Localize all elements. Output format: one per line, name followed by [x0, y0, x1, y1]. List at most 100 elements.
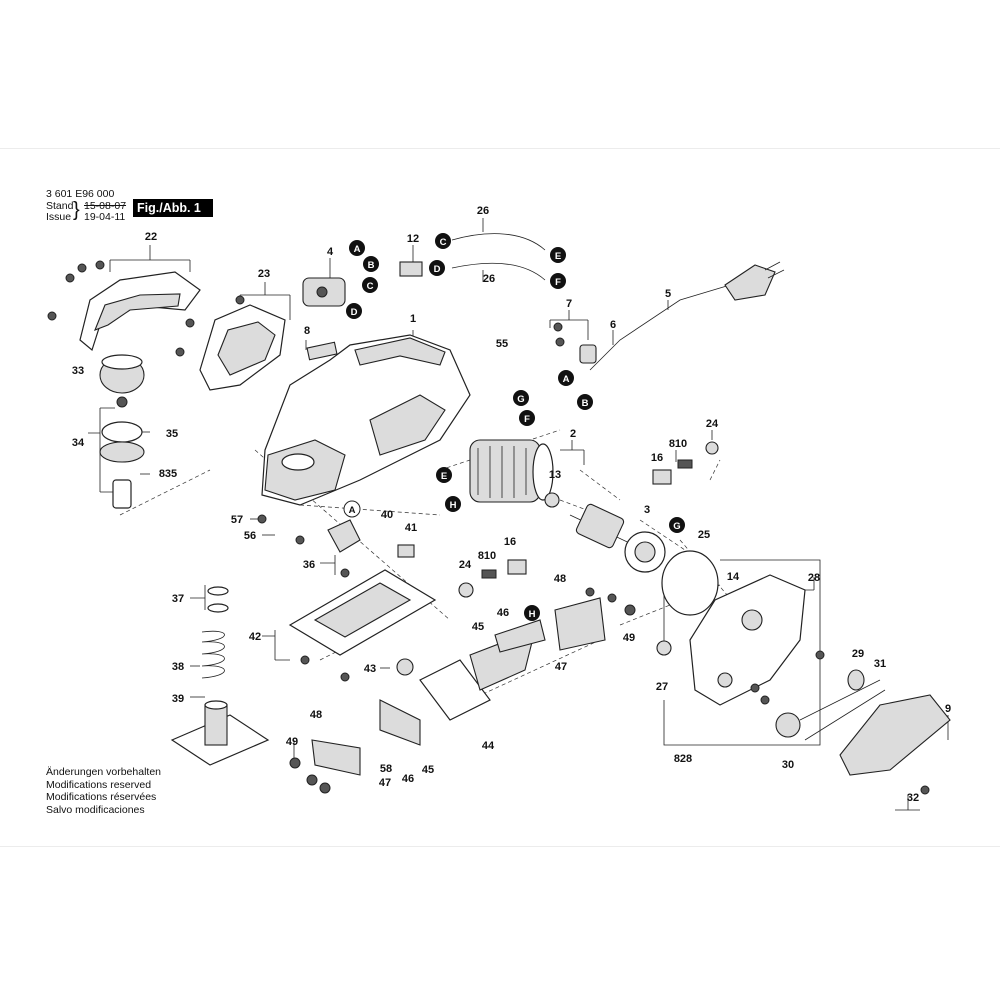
connector-f2-label: F [524, 414, 530, 425]
stator-part-g [469, 439, 554, 503]
label-6: 6 [610, 319, 616, 331]
connector-a-label: A [354, 244, 361, 255]
label-828: 828 [674, 753, 692, 765]
label-22: 22 [145, 231, 157, 243]
label-46b: 46 [402, 773, 414, 785]
label-36: 36 [303, 559, 315, 571]
connector-f-label: F [555, 277, 561, 288]
connector-a2-label: A [563, 374, 570, 385]
connector-g2 [669, 517, 685, 533]
screws [47, 260, 930, 795]
connector-f2 [519, 410, 535, 426]
connector-b-label: B [368, 260, 375, 271]
label-43: 43 [364, 663, 376, 675]
connector-d2-label: D [434, 264, 441, 275]
label-2: 2 [570, 428, 576, 440]
label-24b: 24 [459, 559, 472, 571]
label-28: 28 [808, 572, 820, 584]
note-en: Modifications reserved [46, 778, 152, 791]
connector-g [513, 390, 529, 406]
connector-b2 [577, 394, 593, 410]
connector-c [362, 277, 378, 293]
label-1: 1 [410, 313, 416, 325]
connector-c2 [435, 233, 451, 249]
part-number: 3 601 E96 000 [46, 188, 115, 200]
clamp-part-7 [579, 344, 597, 364]
connector-a-ref-label: A [349, 505, 356, 516]
connector-e [550, 247, 566, 263]
blade-drum-43-44 [396, 658, 491, 721]
label-29: 29 [852, 648, 864, 660]
brush-holders-16-810 [481, 459, 693, 579]
label-24: 24 [706, 418, 719, 430]
label-13: 13 [549, 469, 561, 481]
label-48b: 48 [310, 709, 322, 721]
issue-date: 19-04-11 [84, 211, 126, 223]
label-35: 35 [166, 428, 178, 440]
connector-c-label: C [367, 281, 374, 292]
armature-part-3 [569, 503, 666, 573]
connector-f [550, 273, 566, 289]
label-42: 42 [249, 631, 261, 643]
label-25: 25 [698, 529, 710, 541]
label-38: 38 [172, 661, 184, 673]
label-46: 46 [497, 607, 509, 619]
label-27: 27 [656, 681, 668, 693]
label-44: 44 [482, 740, 495, 752]
stand-part-39 [170, 700, 270, 766]
label-4: 4 [327, 246, 334, 258]
label-31: 31 [874, 658, 886, 670]
notes-block: Änderungen vorbehalten Modifications res… [46, 766, 161, 816]
knob-part-33 [99, 354, 145, 394]
label-34: 34 [72, 437, 85, 449]
label-45: 45 [472, 621, 484, 633]
connector-b [363, 256, 379, 272]
label-49b: 49 [286, 736, 298, 748]
label-plate-8 [306, 341, 338, 361]
note-de: Änderungen vorbehalten [46, 766, 162, 778]
guard-part-22 [79, 271, 201, 352]
connector-h [445, 496, 461, 512]
base-plate-42 [288, 569, 437, 656]
gear-housing-28 [689, 574, 806, 706]
belt-cover-part-9 [839, 694, 951, 776]
label-45b: 45 [422, 764, 434, 776]
leader-lines [88, 218, 949, 811]
stand-label: Stand [46, 200, 74, 212]
blade-parts-45-46-48 [311, 597, 606, 776]
connector-h-label: H [450, 500, 457, 511]
label-26: 26 [477, 205, 489, 217]
bracket: } [73, 199, 80, 221]
label-23: 23 [258, 268, 270, 280]
connector-c2-label: C [440, 237, 447, 248]
stand-date: 15-08-07 [84, 200, 127, 212]
figure-label: Fig./Abb. 1 [133, 199, 213, 217]
connector-e-label: E [555, 251, 561, 262]
label-14: 14 [727, 571, 740, 583]
label-26b: 26 [483, 273, 495, 285]
label-810b: 810 [478, 550, 496, 562]
label-8: 8 [304, 325, 310, 337]
label-57: 57 [231, 514, 243, 526]
note-es: Salvo modificaciones [46, 803, 145, 816]
cables-part-26 [451, 233, 546, 281]
connector-h2-label: H [529, 609, 536, 620]
connector-e2 [436, 467, 452, 483]
capacitor-part-12 [399, 261, 423, 277]
issue-label: Issue [46, 211, 72, 223]
label-33: 33 [72, 365, 84, 377]
drawing-sheet [0, 148, 1000, 847]
spring-assembly-37-38 [201, 586, 229, 679]
label-47b: 47 [379, 777, 391, 789]
connector-d [346, 303, 362, 319]
connector-g2-label: G [673, 521, 680, 532]
label-7: 7 [566, 298, 572, 310]
parking-shoe-parts-36-40-41 [327, 519, 415, 558]
label-835: 835 [159, 468, 177, 480]
label-40: 40 [381, 509, 393, 521]
connector-d-label: D [351, 307, 358, 318]
label-39: 39 [172, 693, 184, 705]
label-41: 41 [405, 522, 417, 534]
connector-a [349, 240, 365, 256]
